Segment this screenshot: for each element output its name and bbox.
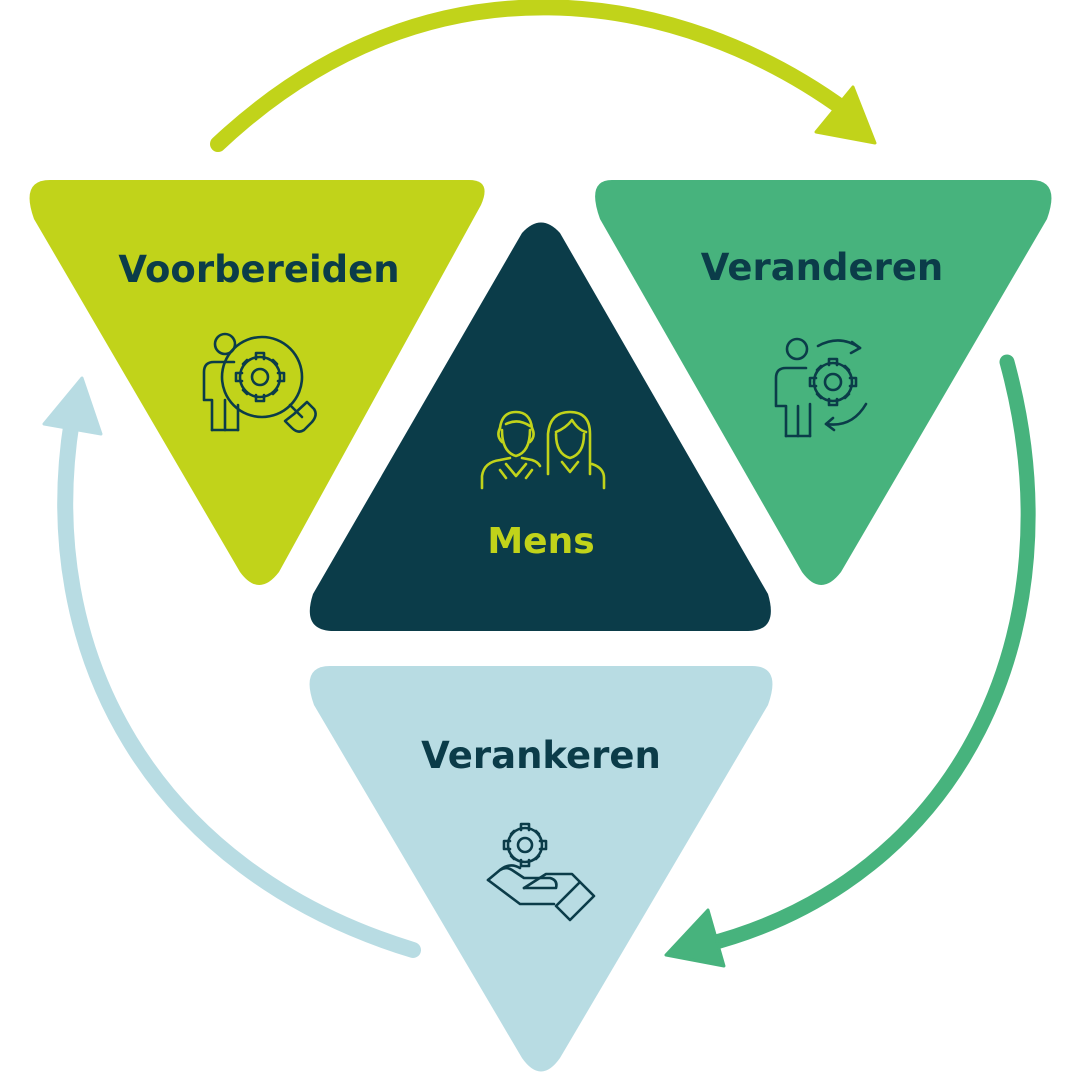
prepare-triangle xyxy=(29,180,485,585)
prepare-label: Voorbereiden xyxy=(118,248,399,291)
change-label: Veranderen xyxy=(701,246,944,289)
two-people-icon xyxy=(480,410,606,490)
center-label: Mens xyxy=(487,521,594,562)
person-gear-cycle-icon xyxy=(774,337,868,438)
change-triangle xyxy=(595,180,1052,585)
center-triangle xyxy=(309,222,771,631)
gear-icon xyxy=(234,351,286,403)
gear-icon xyxy=(502,822,548,868)
gear-icon xyxy=(808,357,858,407)
person-gear-magnifier-icon xyxy=(202,332,317,433)
light-blue-cycle-arrow xyxy=(42,376,421,958)
lime-cycle-arrow xyxy=(210,0,877,152)
anchor-label: Verankeren xyxy=(421,734,661,777)
gear-on-hand-icon xyxy=(486,822,596,922)
green-cycle-arrow xyxy=(664,354,1036,968)
anchor-triangle xyxy=(309,666,773,1072)
